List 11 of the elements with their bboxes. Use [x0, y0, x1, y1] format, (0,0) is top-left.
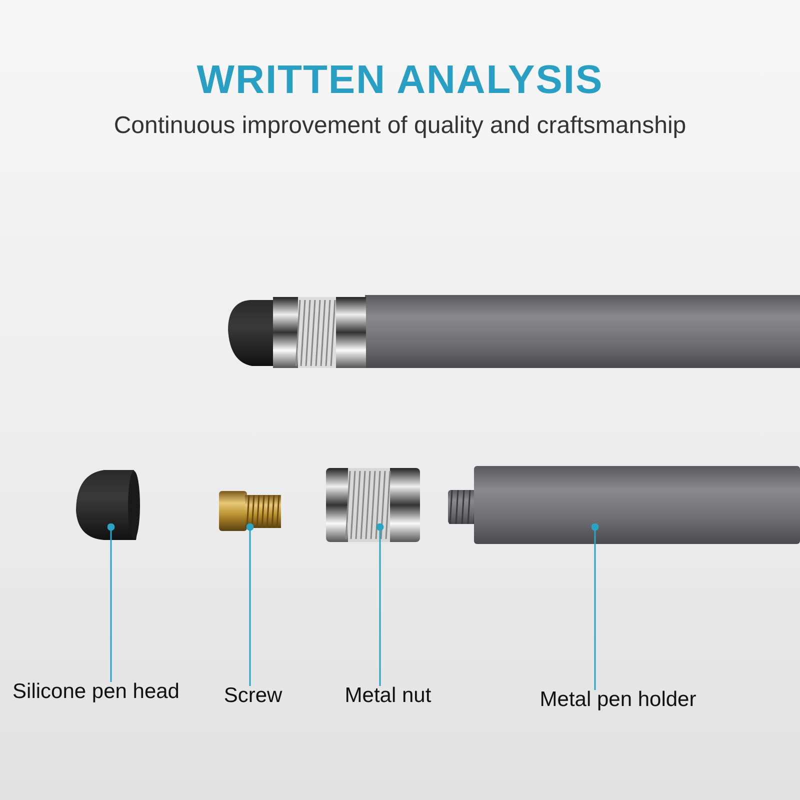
part-label: Screw: [215, 684, 291, 712]
leader-line: [246, 523, 254, 686]
leader-line: [107, 523, 115, 682]
leader-line: [591, 523, 599, 690]
subtitle: Continuous improvement of quality and craftsmanship: [112, 112, 688, 140]
metal-nut-drawing: [324, 466, 422, 544]
title: WRITTEN ANALYSIS: [196, 58, 604, 103]
part-label: Metal nut: [335, 684, 441, 712]
part-label: Silicone pen head: [0, 680, 192, 708]
part-label: Metal pen holder: [522, 688, 714, 716]
leader-line: [376, 523, 384, 686]
